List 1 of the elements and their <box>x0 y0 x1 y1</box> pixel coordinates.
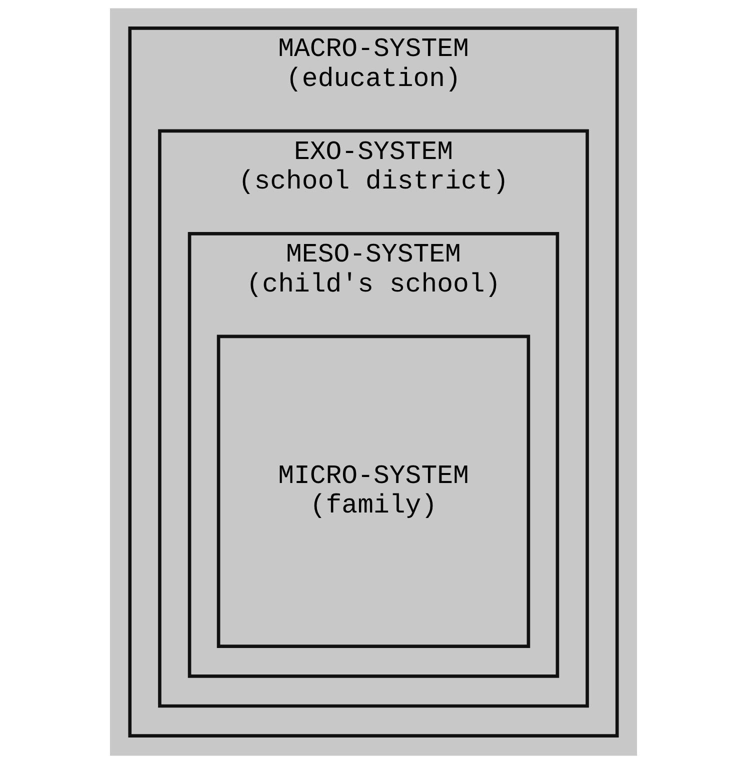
node-box: MICRO-SYSTEM (family) <box>216 334 530 648</box>
